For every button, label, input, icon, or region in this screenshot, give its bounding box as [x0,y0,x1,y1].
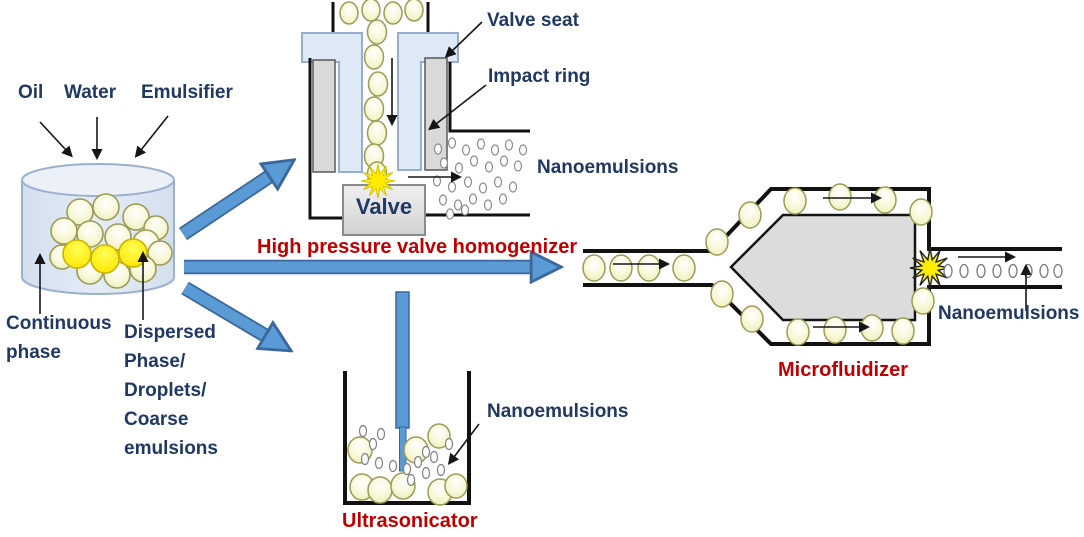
ultrasonicator-nano-pointer [447,423,480,466]
interaction-chamber-block [729,213,917,322]
microfluidizer-droplets [582,183,935,346]
microfluidizer-flow-arrows [613,192,1017,333]
dispersed-phase-label: Dispersed Phase/ Droplets/ Coarse emulsi… [124,322,218,459]
microfluidizer-burst [909,247,951,289]
channel-wall-bottom [583,283,1062,346]
emulsifier-label: Emulsifier [141,82,233,103]
homogenizer-nanoemulsions-label: Nanoemulsions [537,157,679,178]
housing-left [308,58,343,220]
homogenizer-device [301,2,530,236]
input-pointer-arrows [34,115,169,320]
ultrasonicator-nanoemulsions [358,424,454,487]
impact-ring-right [424,57,448,171]
impact-burst [360,163,396,199]
probe-shaft [395,291,410,429]
coarse-emulsion-droplets [49,193,173,289]
oil-label: Oil [18,82,44,103]
valve-label: Valve [355,194,413,219]
valve-seat-label: Valve seat [487,10,579,31]
arrow-to-ultrasonicator [181,281,266,336]
homogenizer-nanoemulsion-spray [432,137,528,220]
microfluidizer-title: Microfluidizer [778,359,909,381]
valve-seat-left [301,32,363,173]
ultrasonicator-nanoemulsions-label: Nanoemulsions [487,401,629,422]
outlet-wall-top [448,62,530,133]
continuous-phase-label: Continuous phase [6,313,112,363]
microfluidizer-nanoemulsions-label: Nanoemulsions [938,303,1080,324]
impact-ring-pointer [428,84,487,131]
homogenizer-feed-droplets [339,0,424,187]
impact-ring-label: Impact ring [488,66,591,87]
oil-arrow [39,121,73,158]
valve-seat-pointer [444,21,483,59]
impact-ring-left [312,59,336,173]
emulsifier-arrow [134,115,169,158]
ultrasonicator-title: Ultrasonicator [342,510,478,532]
water-label: Water [64,82,117,103]
microfluidizer-device [583,187,1062,346]
homogenizer-title: High pressure valve homogenizer [257,236,578,258]
beaker-opening [21,163,175,197]
valve-seat-right [397,32,459,171]
channel-wall-top [583,187,1062,253]
microfluidizer-nanoemulsions [943,263,1063,279]
homogenizer-label-arrows [428,21,487,131]
arrow-to-homogenizer [178,176,270,241]
